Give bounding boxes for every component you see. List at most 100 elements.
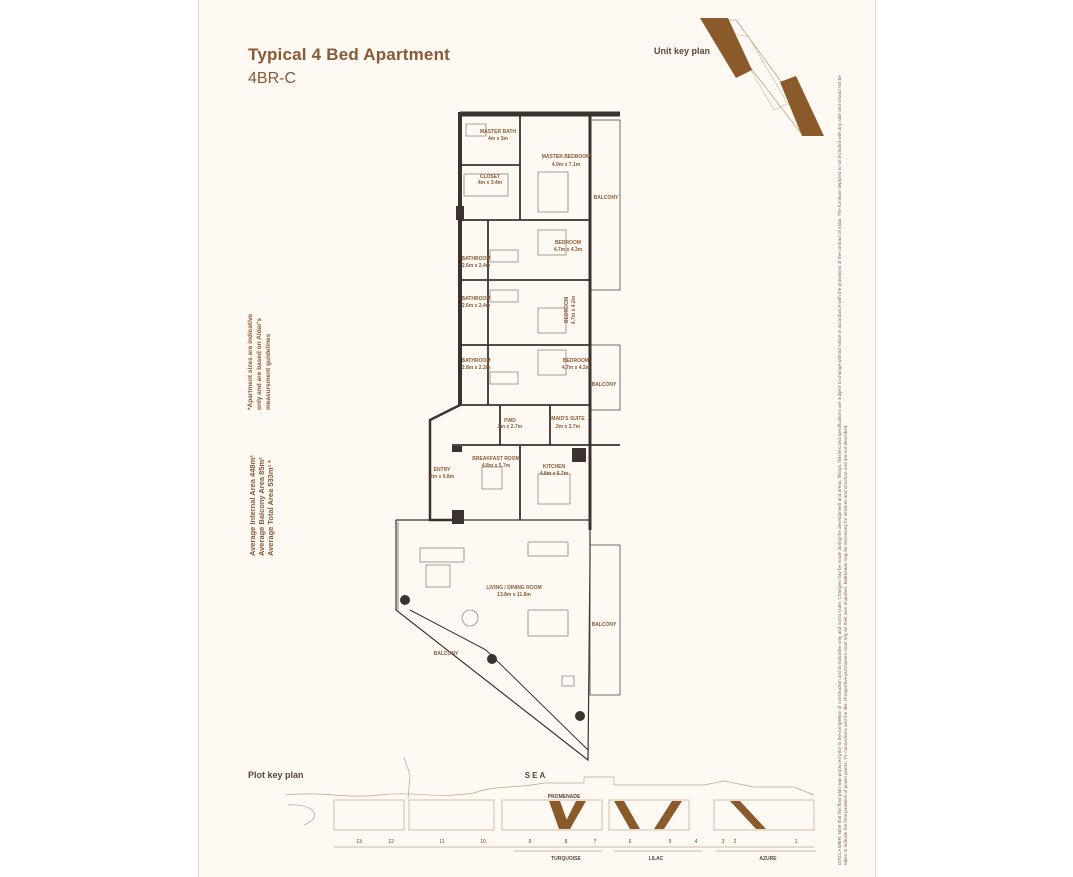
kitchen-island [537, 473, 571, 505]
plot-block [713, 799, 815, 831]
unit-key-building-inner [729, 33, 789, 111]
bed [537, 349, 567, 376]
unit-code: 4BR-C [248, 70, 297, 87]
closet-unit [463, 173, 509, 197]
bath-fixture [489, 371, 519, 385]
promenade-label: PROMENADE [548, 794, 581, 800]
room-size: 2m x 3.7m [556, 424, 581, 430]
measurement-note-line: only and are based on Aldar's [256, 318, 263, 410]
page-title: Typical 4 Bed Apartment [248, 45, 451, 64]
room-name: BALCONY [592, 622, 617, 628]
room-size: 2m x 6.8m [430, 474, 455, 480]
room-name: MASTER BATH [480, 129, 516, 135]
room-name: CLOSET [480, 174, 500, 180]
plot-number: 11 [439, 839, 444, 845]
plot-block [608, 799, 690, 831]
shoreline [287, 756, 411, 826]
bath-fixture [489, 249, 519, 263]
room-name: BALCONY [592, 382, 617, 388]
room-size: 4.9m x 7.1m [552, 162, 581, 168]
column-round [487, 654, 497, 664]
room-name: BEDROOM [564, 297, 570, 323]
measurement-note: *Apartment sizes are indicative only and… [246, 314, 273, 410]
bed [537, 229, 567, 256]
exterior-walls [395, 111, 620, 762]
room-size: 4.8m x 5.7m [540, 471, 569, 477]
internal-area: Average Internal Area 448m² [248, 455, 257, 556]
cluster-turquoise: TURQUOISE [551, 856, 581, 862]
balcony-outlines [589, 119, 621, 696]
interior-walls [452, 114, 620, 520]
turquoise-unit [549, 801, 570, 829]
plot-number: 5 [669, 839, 672, 845]
cluster-azure: AZURE [759, 856, 777, 862]
dining-table [527, 609, 569, 637]
room-name: BATHROOM [461, 296, 490, 302]
room-name: BATHROOM [461, 358, 490, 364]
plot-number: 12 [388, 839, 394, 845]
room-labels: MASTER BATH 4m x 3m MASTER BEDROOM 4.9m … [430, 129, 619, 657]
plot-number: 7 [594, 839, 597, 845]
turquoise-unit [562, 801, 586, 829]
plot-number: 8 [565, 839, 568, 845]
room-size: 4m x 3.4m [478, 180, 503, 186]
room-size: 4.7m x 4.2m [562, 365, 591, 371]
room-name: BREAKFAST ROOM [472, 456, 520, 462]
plot-number: 1 [795, 839, 798, 845]
room-size: 4m x 3m [488, 136, 509, 142]
furniture [419, 123, 575, 687]
room-size: 2.6m x 2.4m [462, 263, 491, 269]
balcony-rail [409, 609, 487, 651]
plot-block [501, 799, 603, 831]
column-round [400, 595, 410, 605]
unit-key-highlight-top [700, 18, 752, 78]
total-area: Average Total Area 533m² * [266, 459, 275, 556]
room-name: ENTRY [434, 467, 451, 473]
room-name: MASTER BEDROOM [542, 154, 591, 160]
master-bath-fixture [465, 123, 487, 137]
cluster-lilac: LILAC [649, 856, 664, 862]
measurement-note-line: measurement guidelines [265, 333, 272, 410]
bed [537, 307, 567, 334]
plot-number: 6 [629, 839, 632, 845]
unit-key-plan [700, 18, 824, 136]
plot-key-plan: SEA PROMENADE 13 12 11 10 9 8 7 6 5 4 3 … [285, 756, 816, 862]
room-size: 2.6m x 2.4m [462, 303, 491, 309]
room-name: BEDROOM [555, 240, 581, 246]
balcony-area: Average Balcony Area 85m² [257, 457, 266, 556]
plot-labels: SEA PROMENADE 13 12 11 10 9 8 7 6 5 4 3 … [356, 771, 797, 862]
brochure-sheet: Typical 4 Bed Apartment 4BR-C Unit key p… [198, 0, 876, 877]
piano [461, 609, 479, 627]
room-size: 4.8m x 5.7m [482, 463, 511, 469]
area-summary: Average Internal Area 448m² Average Balc… [248, 455, 275, 556]
living-outline [395, 519, 591, 762]
balcony-frame [589, 344, 621, 411]
plot-highlights [549, 801, 766, 829]
measurement-note-line: *Apartment sizes are indicative [247, 313, 254, 410]
plot-outline [285, 756, 815, 848]
lilac-unit [614, 801, 640, 829]
plot-number: 13 [356, 839, 362, 845]
columns [400, 206, 586, 721]
unit-key-highlight-bottom [780, 76, 824, 136]
plot-number: 3 [722, 839, 725, 845]
lilac-unit [654, 801, 682, 829]
azure-unit [730, 801, 766, 829]
balcony-rail [485, 649, 589, 751]
column [456, 206, 464, 220]
room-name: MAID'S SUITE [551, 416, 585, 422]
plot-number: 4 [695, 839, 698, 845]
room-size: 4.7m x 4.3m [554, 247, 583, 253]
plot-block [333, 799, 405, 831]
room-name: BEDROOM [563, 358, 589, 364]
room-name: BALCONY [434, 651, 459, 657]
sofa [419, 547, 465, 563]
armchair-set [425, 564, 451, 588]
room-name: BATHROOM [461, 256, 490, 262]
sea-label: SEA [525, 771, 547, 780]
balcony-frame [589, 544, 621, 696]
unit-key-plan-label: Unit key plan [654, 46, 711, 56]
coastline [285, 776, 815, 797]
column [572, 448, 586, 462]
plot-key-plan-label: Plot key plan [248, 770, 304, 780]
